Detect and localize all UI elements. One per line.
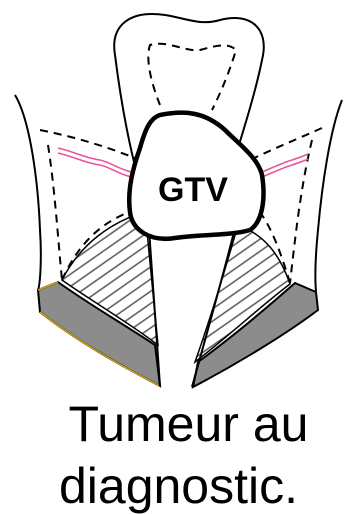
- left-lateral-outline: [15, 95, 41, 290]
- upper-inner-dashed: [148, 44, 236, 110]
- caption-line-2: diagnostic.: [0, 458, 357, 514]
- left-nerve: [58, 148, 132, 172]
- gtv-label: GTV: [158, 171, 228, 209]
- left-nerve-2: [58, 153, 132, 177]
- anatomy-diagram: GTV: [0, 0, 357, 390]
- right-nerve: [262, 154, 308, 172]
- caption-line-1: Tumeur au: [10, 396, 357, 452]
